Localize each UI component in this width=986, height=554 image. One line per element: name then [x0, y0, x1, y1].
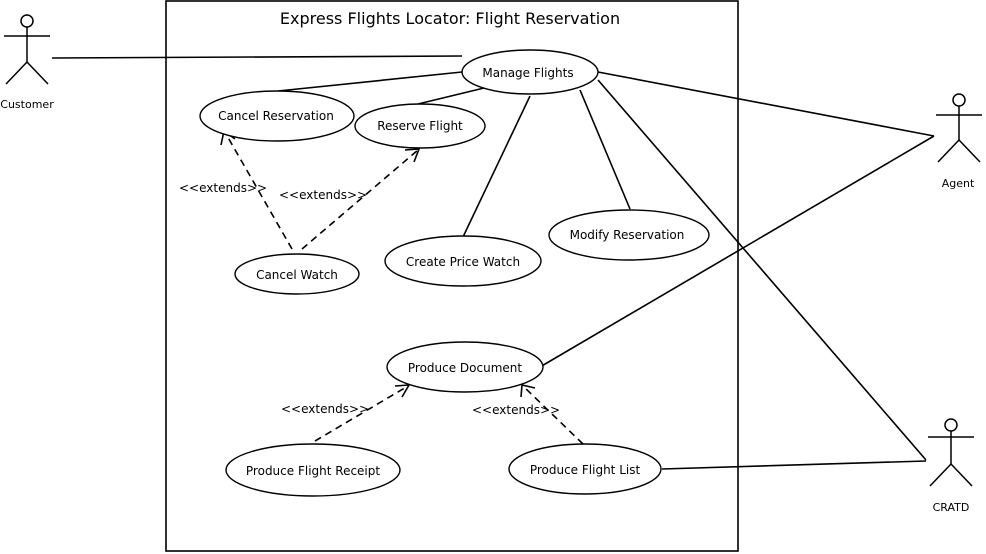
use-case-produce-flight-list[interactable] [508, 443, 662, 495]
actor-cratd[interactable] [928, 418, 974, 487]
arrowhead-receipt [394, 384, 411, 398]
actor-agent-leg-left [937, 139, 960, 163]
associations [51, 55, 935, 470]
link-manage-create-price-watch [462, 95, 531, 238]
extends-label-cancel-reservation: <<extends>> [179, 181, 267, 195]
extends-line-receipt [314, 385, 409, 442]
assoc-cratd-produce-flight-list [661, 460, 927, 470]
system-title: Express Flights Locator: Flight Reservat… [280, 9, 620, 28]
arrowhead-list [520, 384, 536, 398]
use-case-label-reserve-flight: Reserve Flight [377, 119, 463, 133]
actor-customer[interactable] [4, 14, 50, 85]
use-cases: Manage Flights Cancel Reservation Reserv… [199, 49, 710, 497]
extends-label-receipt: <<extends>> [281, 402, 369, 416]
use-case-label-modify-reservation: Modify Reservation [570, 228, 685, 242]
extends-dependencies [220, 129, 584, 445]
extends-line-reserve-flight [301, 149, 419, 250]
assoc-customer-manage-flights [51, 55, 463, 59]
use-case-produce-flight-receipt[interactable] [225, 443, 401, 497]
use-case-label-cancel-reservation: Cancel Reservation [218, 109, 334, 123]
use-case-label-create-price-watch: Create Price Watch [406, 255, 520, 269]
use-case-label-manage-flights: Manage Flights [482, 66, 573, 80]
use-case-label-produce-document: Produce Document [408, 361, 523, 375]
actor-customer-leg-right [26, 61, 49, 85]
assoc-agent-manage-flights [597, 71, 935, 137]
actor-cratd-leg-right [950, 463, 973, 487]
use-case-label-cancel-watch: Cancel Watch [256, 268, 338, 282]
assoc-cratd-manage-flights [597, 79, 927, 461]
link-manage-reserve-flight [417, 87, 485, 105]
extends-label-list: <<extends>> [472, 403, 560, 417]
actor-cratd-head [944, 418, 958, 432]
actor-customer-leg-left [5, 61, 28, 85]
actor-customer-head [20, 14, 34, 28]
use-case-cancel-watch[interactable] [234, 253, 360, 295]
link-manage-modify-reservation [579, 89, 631, 210]
use-case-reserve-flight[interactable] [354, 103, 486, 149]
actor-agent-head [952, 93, 966, 107]
arrowhead-reserve-flight [404, 148, 421, 163]
extends-line-cancel-reservation [225, 133, 293, 250]
use-case-create-price-watch[interactable] [384, 235, 542, 287]
use-case-cancel-reservation[interactable] [199, 90, 355, 142]
actor-label-customer: Customer [0, 98, 54, 111]
use-case-produce-document[interactable] [386, 341, 544, 393]
extends-label-reserve-flight: <<extends>> [279, 188, 367, 202]
link-manage-cancel-reservation [277, 71, 463, 92]
use-case-label-produce-flight-list: Produce Flight List [530, 463, 641, 477]
actor-label-cratd: CRATD [933, 501, 970, 514]
use-case-modify-reservation[interactable] [548, 209, 710, 261]
extends-line-list [522, 385, 584, 445]
actor-cratd-leg-left [929, 463, 952, 487]
actor-label-agent: Agent [942, 177, 975, 190]
assoc-agent-produce-document [539, 135, 935, 368]
system-boundary [165, 0, 739, 552]
use-case-manage-flights[interactable] [461, 49, 599, 95]
extends-labels: <<extends>> <<extends>> <<extends>> <<ex… [179, 181, 560, 417]
actor-agent-leg-right [958, 139, 981, 163]
use-case-label-produce-flight-receipt: Produce Flight Receipt [246, 464, 380, 478]
actor-agent[interactable] [936, 93, 982, 163]
